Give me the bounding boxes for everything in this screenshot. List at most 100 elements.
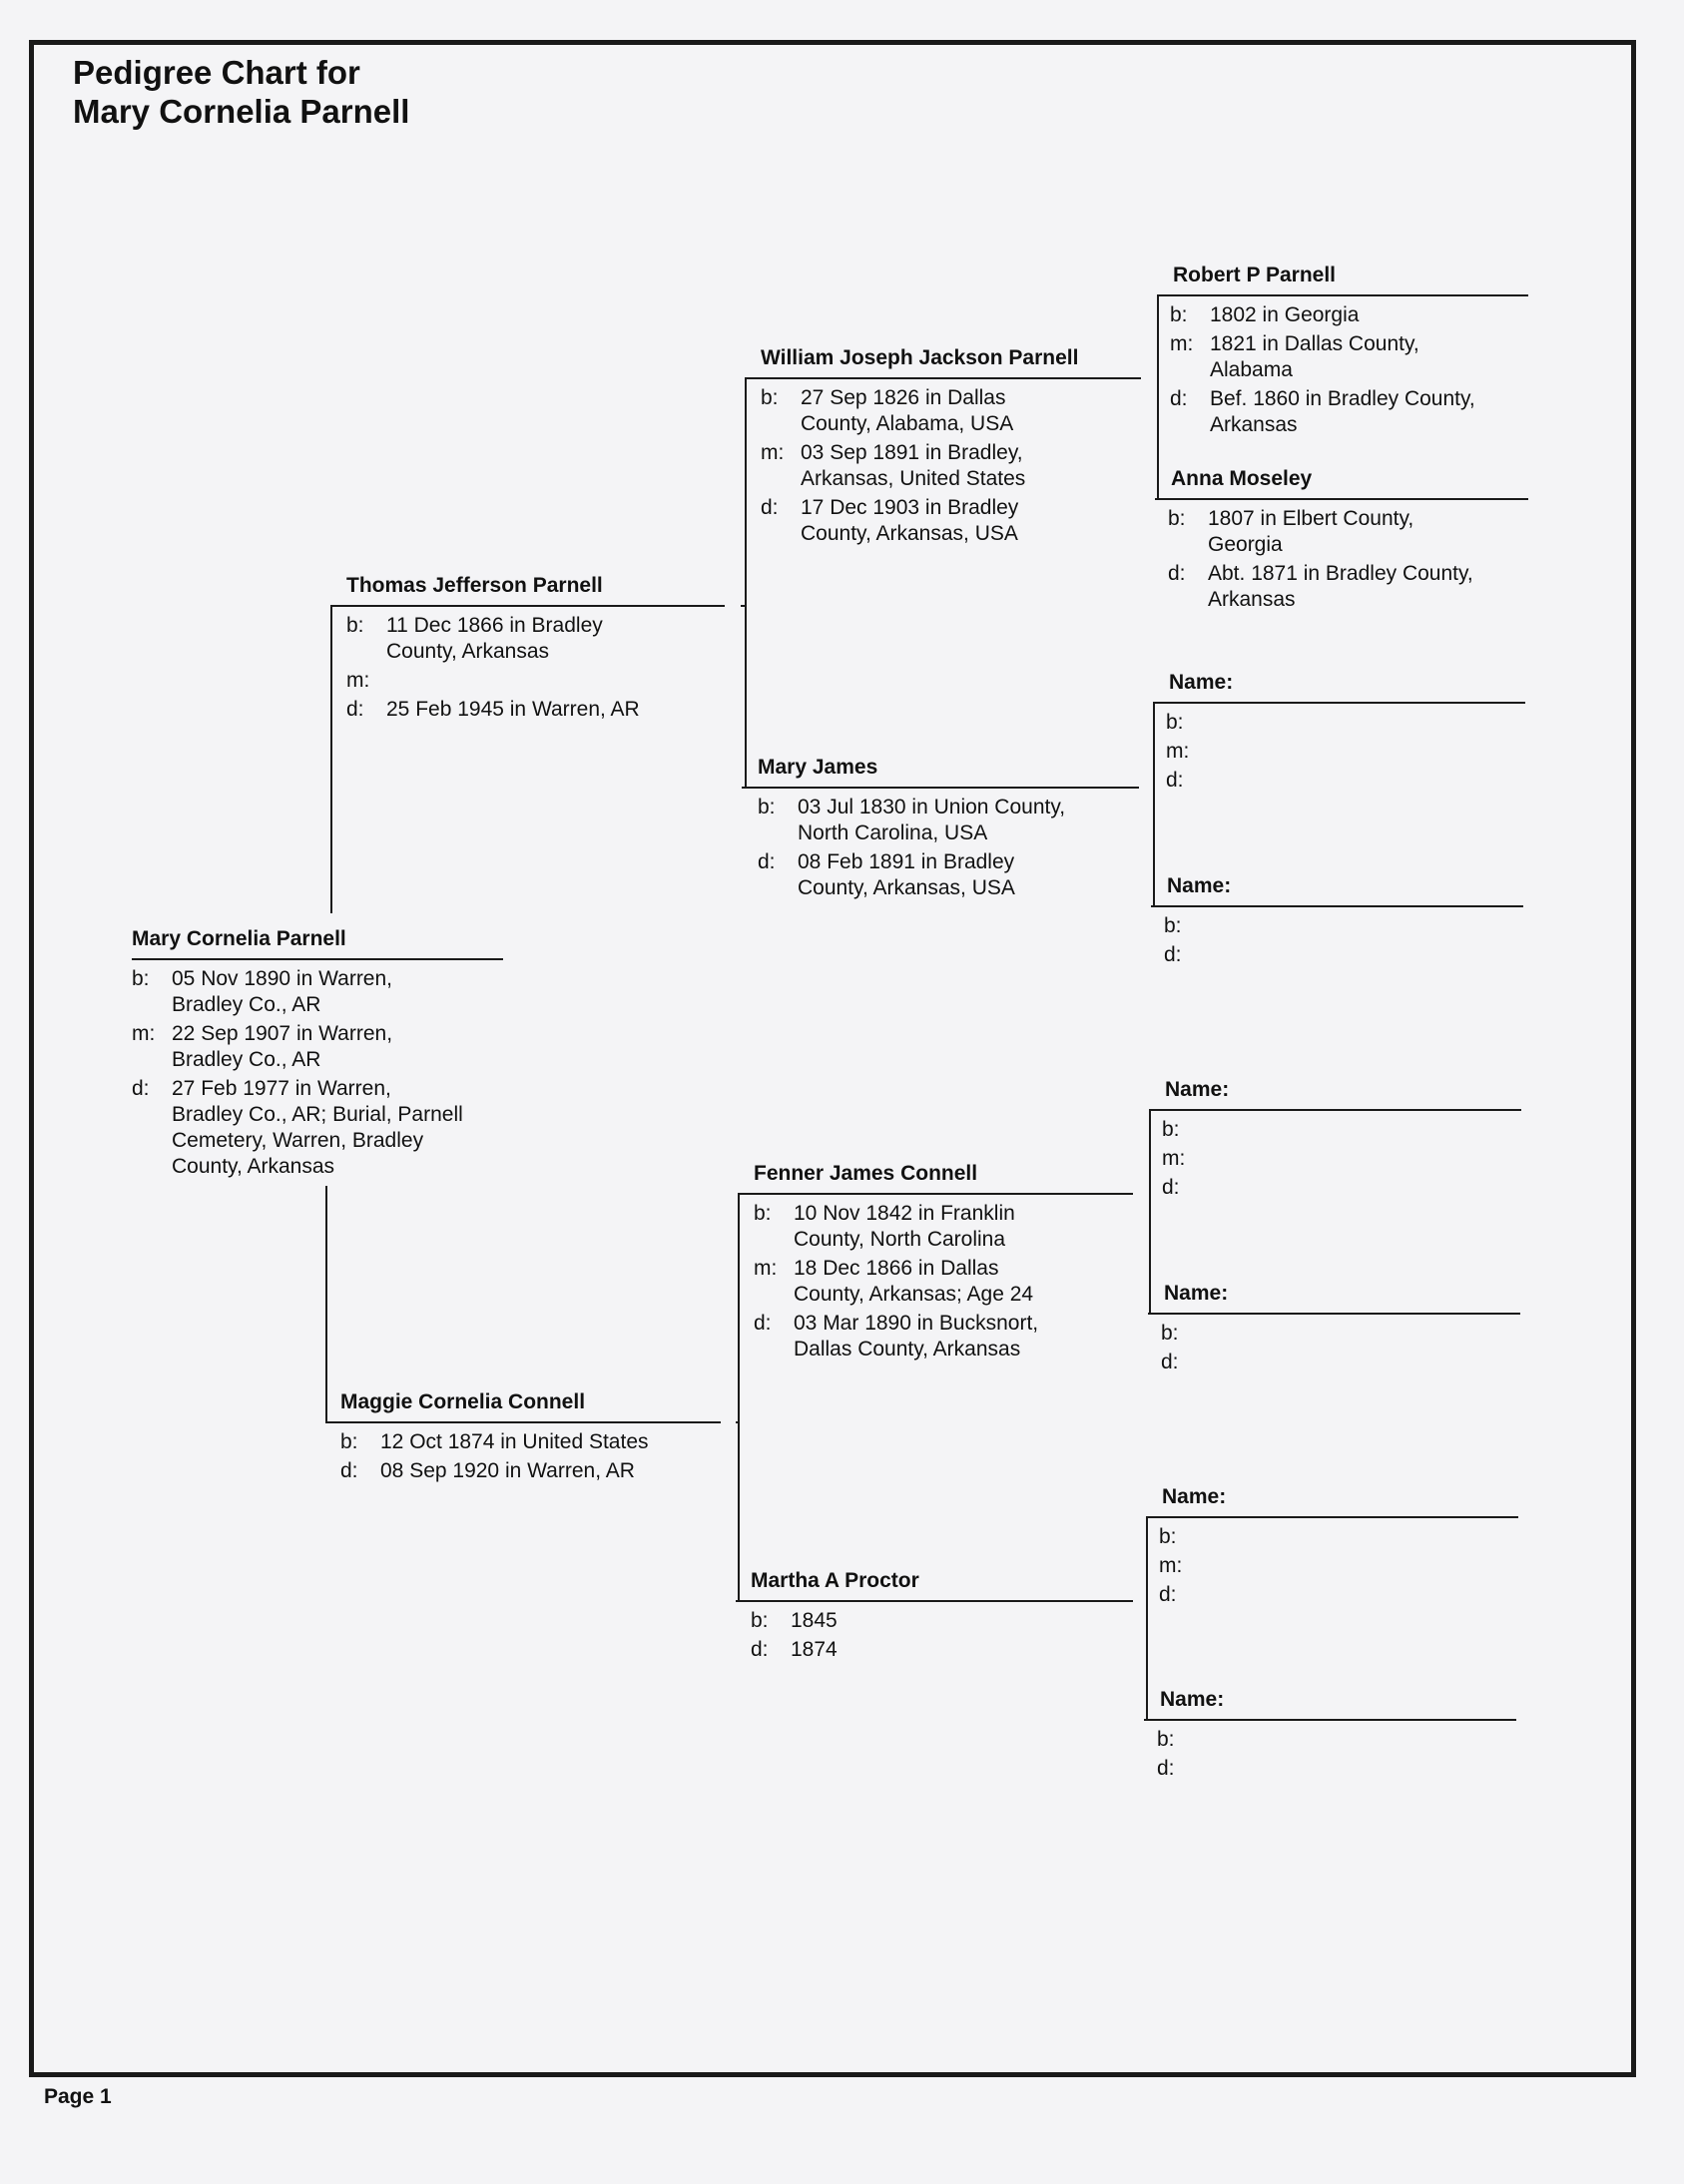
event-label: b: — [1162, 1118, 1180, 1141]
event-label: m: — [1162, 1147, 1186, 1170]
event-label: b: — [758, 796, 776, 819]
event-value: Bef. 1860 in Bradley County, Arkansas — [1210, 387, 1475, 436]
connector-bracket — [1153, 702, 1155, 905]
connector-bracket — [325, 1186, 327, 1421]
event-value: 05 Nov 1890 in Warren, Bradley Co., AR — [172, 967, 393, 1016]
person-name: Name: — [1167, 874, 1232, 897]
event-d: d:17 Dec 1903 in Bradley County, Arkansa… — [761, 495, 1137, 547]
event-value: 1874 — [791, 1638, 838, 1661]
person-details: b: 1845 d: 1874 — [751, 1608, 1128, 1666]
event-label: d: — [1164, 943, 1182, 966]
event-d: d: — [1159, 1582, 1511, 1608]
event-label: m: — [1159, 1554, 1183, 1577]
person-details: b:d: — [1161, 1321, 1513, 1378]
event-value: 1845 — [791, 1609, 838, 1632]
event-label: d: — [346, 698, 364, 721]
name-underline — [325, 1421, 721, 1423]
page-title: Pedigree Chart for Mary Cornelia Parnell — [73, 53, 409, 131]
person-name: Martha A Proctor — [751, 1569, 919, 1592]
event-label: d: — [340, 1459, 358, 1482]
event-d: d: 27 Feb 1977 in Warren, Bradley Co., AR… — [132, 1076, 483, 1180]
event-label: d: — [1161, 1351, 1179, 1373]
event-d: d: — [1166, 768, 1518, 794]
name-underline — [1155, 498, 1528, 500]
name-underline — [1153, 702, 1525, 704]
name-underline — [1149, 1109, 1521, 1111]
event-value: 1802 in Georgia — [1210, 303, 1360, 326]
event-b: b: — [1157, 1727, 1509, 1753]
event-value: 27 Sep 1826 in Dallas County, Alabama, U… — [801, 386, 1014, 435]
person-name: Name: — [1162, 1485, 1227, 1508]
title-line-1: Pedigree Chart for — [73, 54, 360, 91]
name-underline — [1148, 1313, 1520, 1315]
person-details: b:d: — [1157, 1727, 1509, 1785]
event-label: d: — [1168, 562, 1186, 585]
event-label: d: — [132, 1077, 150, 1100]
event-m: m: — [1159, 1553, 1511, 1579]
person-details: b:03 Jul 1830 in Union County, North Car… — [758, 795, 1135, 904]
connector-bracket — [1149, 1109, 1151, 1313]
event-d: d:03 Mar 1890 in Bucksnort, Dallas Count… — [754, 1311, 1129, 1363]
event-b: b: — [1162, 1117, 1514, 1143]
page-border — [29, 40, 1636, 2077]
event-label: b: — [751, 1609, 769, 1632]
event-b: b: 10 Nov 1842 in Franklin County, North … — [754, 1201, 1129, 1253]
event-label: d: — [1159, 1583, 1177, 1606]
event-label: m: — [761, 441, 785, 464]
person-name: Name: — [1160, 1688, 1225, 1711]
event-label: b: — [1168, 507, 1186, 530]
event-label: b: — [754, 1202, 772, 1225]
person-details: b:05 Nov 1890 in Warren, Bradley Co., AR… — [132, 966, 483, 1183]
event-label: b: — [1170, 303, 1188, 326]
person-details: b: 10 Nov 1842 in Franklin County, North … — [754, 1201, 1129, 1365]
event-m: m: 18 Dec 1866 in Dallas County, Arkansas… — [754, 1256, 1129, 1308]
event-value: 27 Feb 1977 in Warren, Bradley Co., AR; … — [172, 1077, 463, 1178]
person-name: Mary Cornelia Parnell — [132, 927, 346, 950]
person-details: b: d: — [1164, 913, 1516, 971]
event-label: b: — [346, 614, 364, 637]
event-label: m: — [1170, 332, 1194, 355]
event-b: b:27 Sep 1826 in Dallas County, Alabama,… — [761, 385, 1137, 437]
event-d: d: — [1162, 1175, 1514, 1201]
event-value: 22 Sep 1907 in Warren, Bradley Co., AR — [172, 1022, 393, 1071]
event-d: d:08 Feb 1891 in Bradley County, Arkansa… — [758, 849, 1135, 901]
person-name: William Joseph Jackson Parnell — [761, 346, 1079, 369]
event-value: 11 Dec 1866 in Bradley County, Arkansas — [386, 614, 603, 663]
person-name: Maggie Cornelia Connell — [340, 1390, 586, 1413]
event-value: 18 Dec 1866 in Dallas County, Arkansas; … — [794, 1257, 1034, 1306]
person-name: Robert P Parnell — [1173, 264, 1336, 286]
name-underline — [736, 1600, 1133, 1602]
event-label: b: — [1159, 1525, 1177, 1548]
event-label: m: — [132, 1022, 156, 1045]
event-label: m: — [346, 669, 370, 692]
name-underline — [330, 605, 725, 607]
event-label: d: — [1170, 387, 1188, 410]
name-underline — [1157, 294, 1528, 296]
event-b: b: — [1164, 913, 1516, 939]
event-value: 10 Nov 1842 in Franklin County, North Ca… — [794, 1202, 1015, 1251]
person-name: Mary James — [758, 756, 878, 779]
person-name: Thomas Jefferson Parnell — [346, 574, 603, 597]
event-m: m: — [1162, 1146, 1514, 1172]
page-number: Page 1 — [44, 2085, 112, 2108]
event-label: b: — [1164, 914, 1182, 937]
event-b: b: 11 Dec 1866 in Bradley County, Arkansa… — [346, 613, 721, 665]
event-label: m: — [754, 1257, 778, 1280]
person-details: b: m: d: — [1162, 1117, 1514, 1204]
event-m: m: 1821 in Dallas County, Alabama — [1170, 331, 1521, 383]
event-label: d: — [751, 1638, 769, 1661]
event-b: b: 1807 in Elbert County, Georgia — [1168, 506, 1521, 558]
event-value: 1821 in Dallas County, Alabama — [1210, 332, 1419, 381]
event-m: m:03 Sep 1891 in Bradley, Arkansas, Unit… — [761, 440, 1137, 492]
event-value: 1807 in Elbert County, Georgia — [1208, 507, 1414, 556]
event-b: b: — [1166, 710, 1518, 736]
connector-bracket — [745, 377, 747, 787]
person-details: b: m: d: — [1159, 1524, 1511, 1611]
event-label: d: — [754, 1312, 772, 1335]
name-underline — [1151, 905, 1523, 907]
person-name: Fenner James Connell — [754, 1162, 978, 1185]
event-d: d: — [1161, 1350, 1513, 1375]
event-value: 25 Feb 1945 in Warren, AR — [386, 698, 640, 721]
